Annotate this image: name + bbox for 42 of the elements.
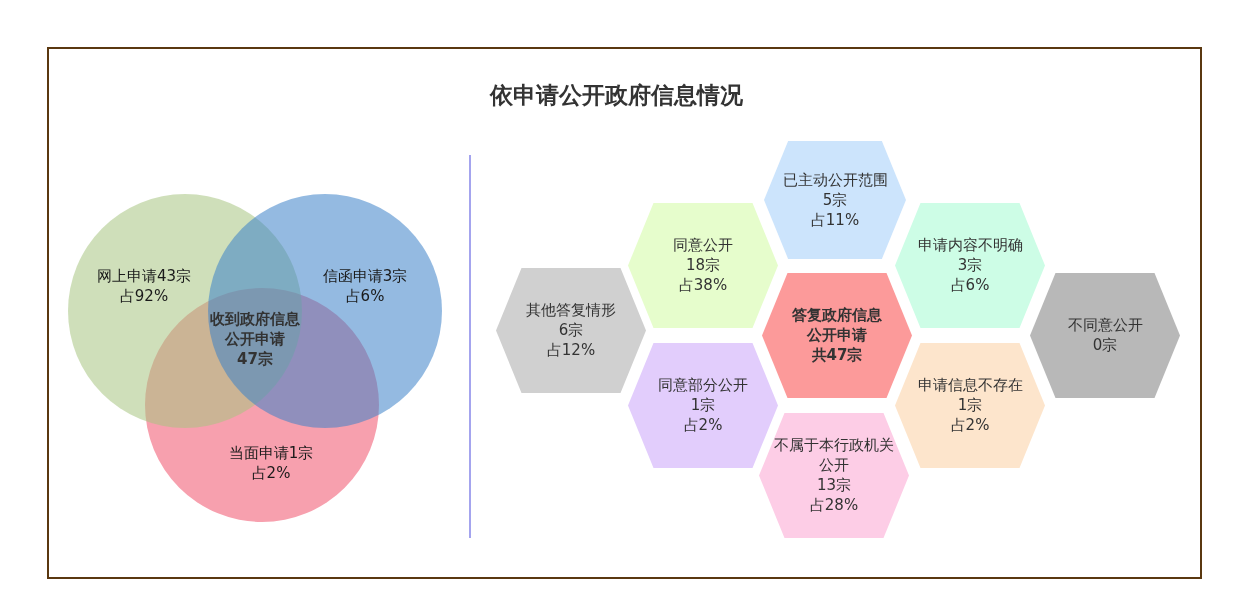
hexagon — [895, 202, 1045, 328]
percent-text: 占2% — [950, 415, 990, 435]
circle-label: 网上申请43宗 — [96, 266, 192, 286]
count-text: 18宗 — [685, 255, 721, 275]
hexagon — [759, 412, 909, 538]
hexagon — [496, 267, 646, 393]
count-text: 6宗 — [558, 320, 584, 340]
category-name: 已主动公开范围 — [782, 170, 888, 190]
count-text: 共47宗 — [811, 345, 863, 365]
category-name: 同意公开 — [673, 235, 733, 255]
percent-text: 占11% — [810, 210, 860, 230]
hexagon — [1030, 272, 1180, 398]
percent-text: 占2% — [251, 463, 291, 483]
percent-text: 占38% — [678, 275, 728, 295]
circle-label: 当面申请1宗 — [228, 443, 314, 463]
category-name: 其他答复情形 — [526, 300, 616, 320]
count-text: 3宗 — [957, 255, 983, 275]
hexagon — [895, 342, 1045, 468]
hexagon — [762, 272, 912, 398]
category-name: 不属于本行政机关公开 — [773, 435, 895, 475]
diagram-title: 依申请公开政府信息情况 — [490, 81, 743, 110]
category-name: 申请信息不存在 — [917, 375, 1023, 395]
circle-label: 信函申请3宗 — [322, 266, 408, 286]
percent-text: 占2% — [683, 415, 723, 435]
hexagon — [628, 202, 778, 328]
percent-text: 占92% — [119, 286, 169, 306]
count-text: 0宗 — [1092, 335, 1118, 355]
count-text: 13宗 — [816, 475, 852, 495]
percent-text: 占12% — [546, 340, 596, 360]
count-text: 1宗 — [957, 395, 983, 415]
percent-text: 占6% — [345, 286, 385, 306]
count-text: 47宗 — [237, 349, 273, 369]
hexagon — [764, 141, 906, 259]
percent-text: 占6% — [950, 275, 990, 295]
percent-text: 占28% — [809, 495, 859, 515]
overlap-label: 收到政府信息公开申请 — [209, 309, 301, 349]
count-text: 1宗 — [690, 395, 716, 415]
count-text: 5宗 — [822, 190, 848, 210]
category-name: 申请内容不明确 — [917, 235, 1023, 255]
category-name: 同意部分公开 — [658, 375, 748, 395]
category-name: 答复政府信息公开申请 — [791, 305, 883, 345]
category-name: 不同意公开 — [1067, 315, 1143, 335]
